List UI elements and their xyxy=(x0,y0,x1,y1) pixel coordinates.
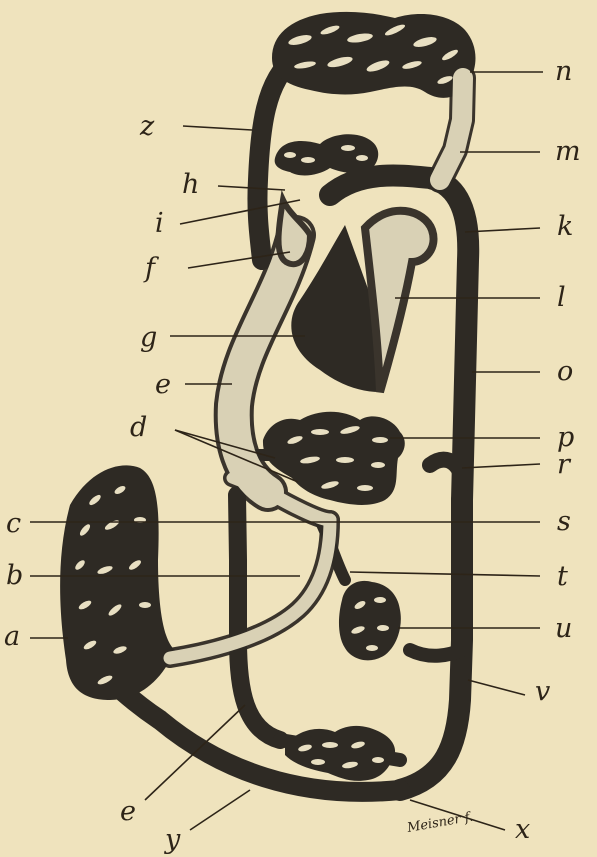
label-u: u xyxy=(555,613,572,644)
label-m: m xyxy=(555,136,581,167)
label-l: l xyxy=(557,282,566,313)
artist-signature: Meisner f. xyxy=(405,810,474,837)
label-h: h xyxy=(182,169,199,200)
label-n: n xyxy=(555,56,572,87)
label-e-top: e xyxy=(155,369,171,400)
label-a: a xyxy=(4,621,20,652)
label-t: t xyxy=(557,561,568,592)
label-c: c xyxy=(6,508,21,539)
label-x: x xyxy=(515,814,530,845)
label-s: s xyxy=(557,506,571,537)
label-d: d xyxy=(130,412,147,443)
label-k: k xyxy=(557,211,573,242)
label-i: i xyxy=(155,208,164,239)
label-v: v xyxy=(535,676,550,707)
label-y: y xyxy=(164,824,181,855)
label-e-bottom: e xyxy=(120,796,136,827)
label-z: z xyxy=(139,111,155,142)
label-r: r xyxy=(557,449,572,480)
label-g: g xyxy=(140,322,157,353)
label-f: f xyxy=(143,253,159,284)
label-b: b xyxy=(6,560,23,591)
label-o: o xyxy=(557,356,573,387)
